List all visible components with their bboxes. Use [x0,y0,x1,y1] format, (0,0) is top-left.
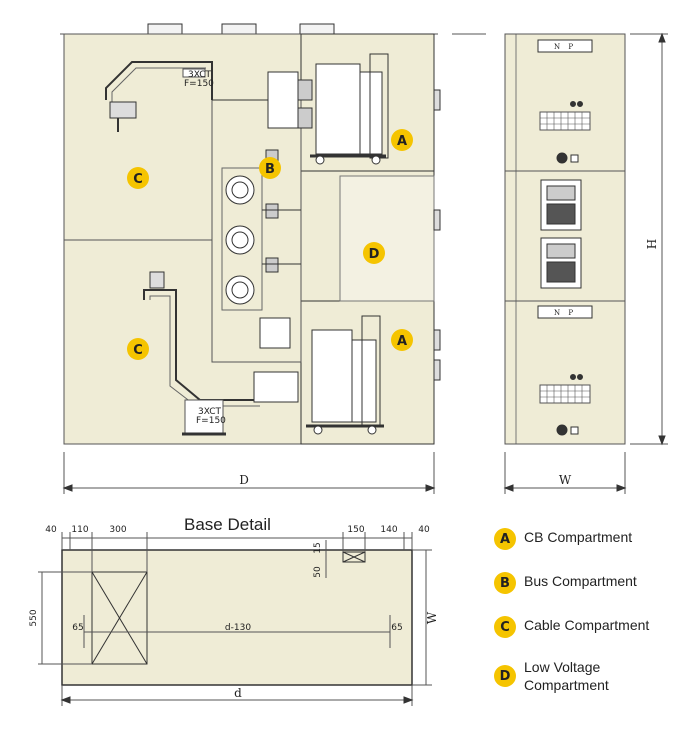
ct-label-top: 3XCT [188,70,212,80]
marker-a-top [391,129,413,151]
marker-c-bottom [127,338,149,360]
base-dim-550: 550 [29,609,39,626]
base-plate [61,549,413,686]
depth-dimension-label: D [239,473,249,487]
base-dim-d-130: d-130 [225,623,251,633]
lifting-lug [221,23,257,35]
base-dim-150: 150 [347,525,364,535]
badge-a: A [494,528,516,550]
base-detail [38,532,432,706]
lifting-lug [299,23,335,35]
badge-c: C [494,616,516,638]
circuit-breaker-bottom [311,329,353,423]
front-view [60,23,441,494]
base-dim-110: 110 [71,525,88,535]
base-dim-15: 15 [313,542,323,553]
lifting-lug [147,23,183,35]
marker-a-bottom-letter: A [397,334,407,349]
nameplate-bottom [537,305,593,319]
legend-item-bus: B Bus Compartment [494,572,637,594]
base-detail-title: Base Detail [184,515,271,534]
marker-b-letter: B [265,162,275,177]
busbar-insulator [225,225,255,255]
legend-label-lv: Low Voltage Compartment [524,658,609,694]
circuit-breaker-top [315,63,361,155]
base-dim-40-left: 40 [45,525,57,535]
base-dim-65-right: 65 [391,623,402,633]
base-dim-40-right: 40 [418,525,430,535]
base-dim-w: W [425,611,439,624]
cb-contacts-top [267,71,299,129]
anchor-slot [342,551,366,563]
base-dim-300: 300 [109,525,126,535]
legend-item-cable: C Cable Compartment [494,616,649,638]
cb-contacts-bottom [253,371,299,403]
panel-door-bottom [504,300,626,445]
marker-c-bottom-letter: C [133,343,143,358]
badge-d: D [494,665,516,687]
base-dim-50: 50 [313,566,323,578]
legend-item-lv: D Low Voltage Compartment [494,658,609,694]
nameplate-bottom-text: N P [554,309,576,317]
cable-entry-cutout [91,571,148,665]
legend-label-lv-line1: Low Voltage [524,659,601,675]
vent-grille-top [539,111,591,131]
ct-ratio-top: F=150 [184,79,214,89]
marker-a-bottom [391,329,413,351]
marker-c-top [127,167,149,189]
marker-c-top-letter: C [133,172,143,187]
marker-d [363,242,385,264]
vent-grille-bottom [539,384,591,404]
marker-d-letter: D [369,247,380,262]
base-dim-140: 140 [380,525,397,535]
nameplate-top [537,39,593,53]
legend-label-lv-line2: Compartment [524,677,609,693]
base-dim-d: d [234,686,242,700]
legend-label-cb: CB Compartment [524,529,633,545]
height-dimension-label: H [645,239,659,249]
base-dim-65-left: 65 [72,623,83,633]
compartment-markers: A B C D A C [127,129,413,360]
legend-item-cb: A CB Compartment [494,528,632,550]
side-view [452,32,668,494]
badge-b: B [494,572,516,594]
busbar-insulator [225,175,255,205]
legend-label-cable: Cable Compartment [524,617,650,633]
legend-label-bus: Bus Compartment [524,573,637,589]
ct-ratio-bottom: F=150 [196,416,226,426]
marker-a-top-letter: A [397,134,407,149]
busbar-insulator [225,275,255,305]
width-dimension-label: W [559,473,572,487]
marker-b [259,157,281,179]
ct-label-bottom: 3XCT [198,407,222,417]
nameplate-top-text: N P [554,43,576,51]
